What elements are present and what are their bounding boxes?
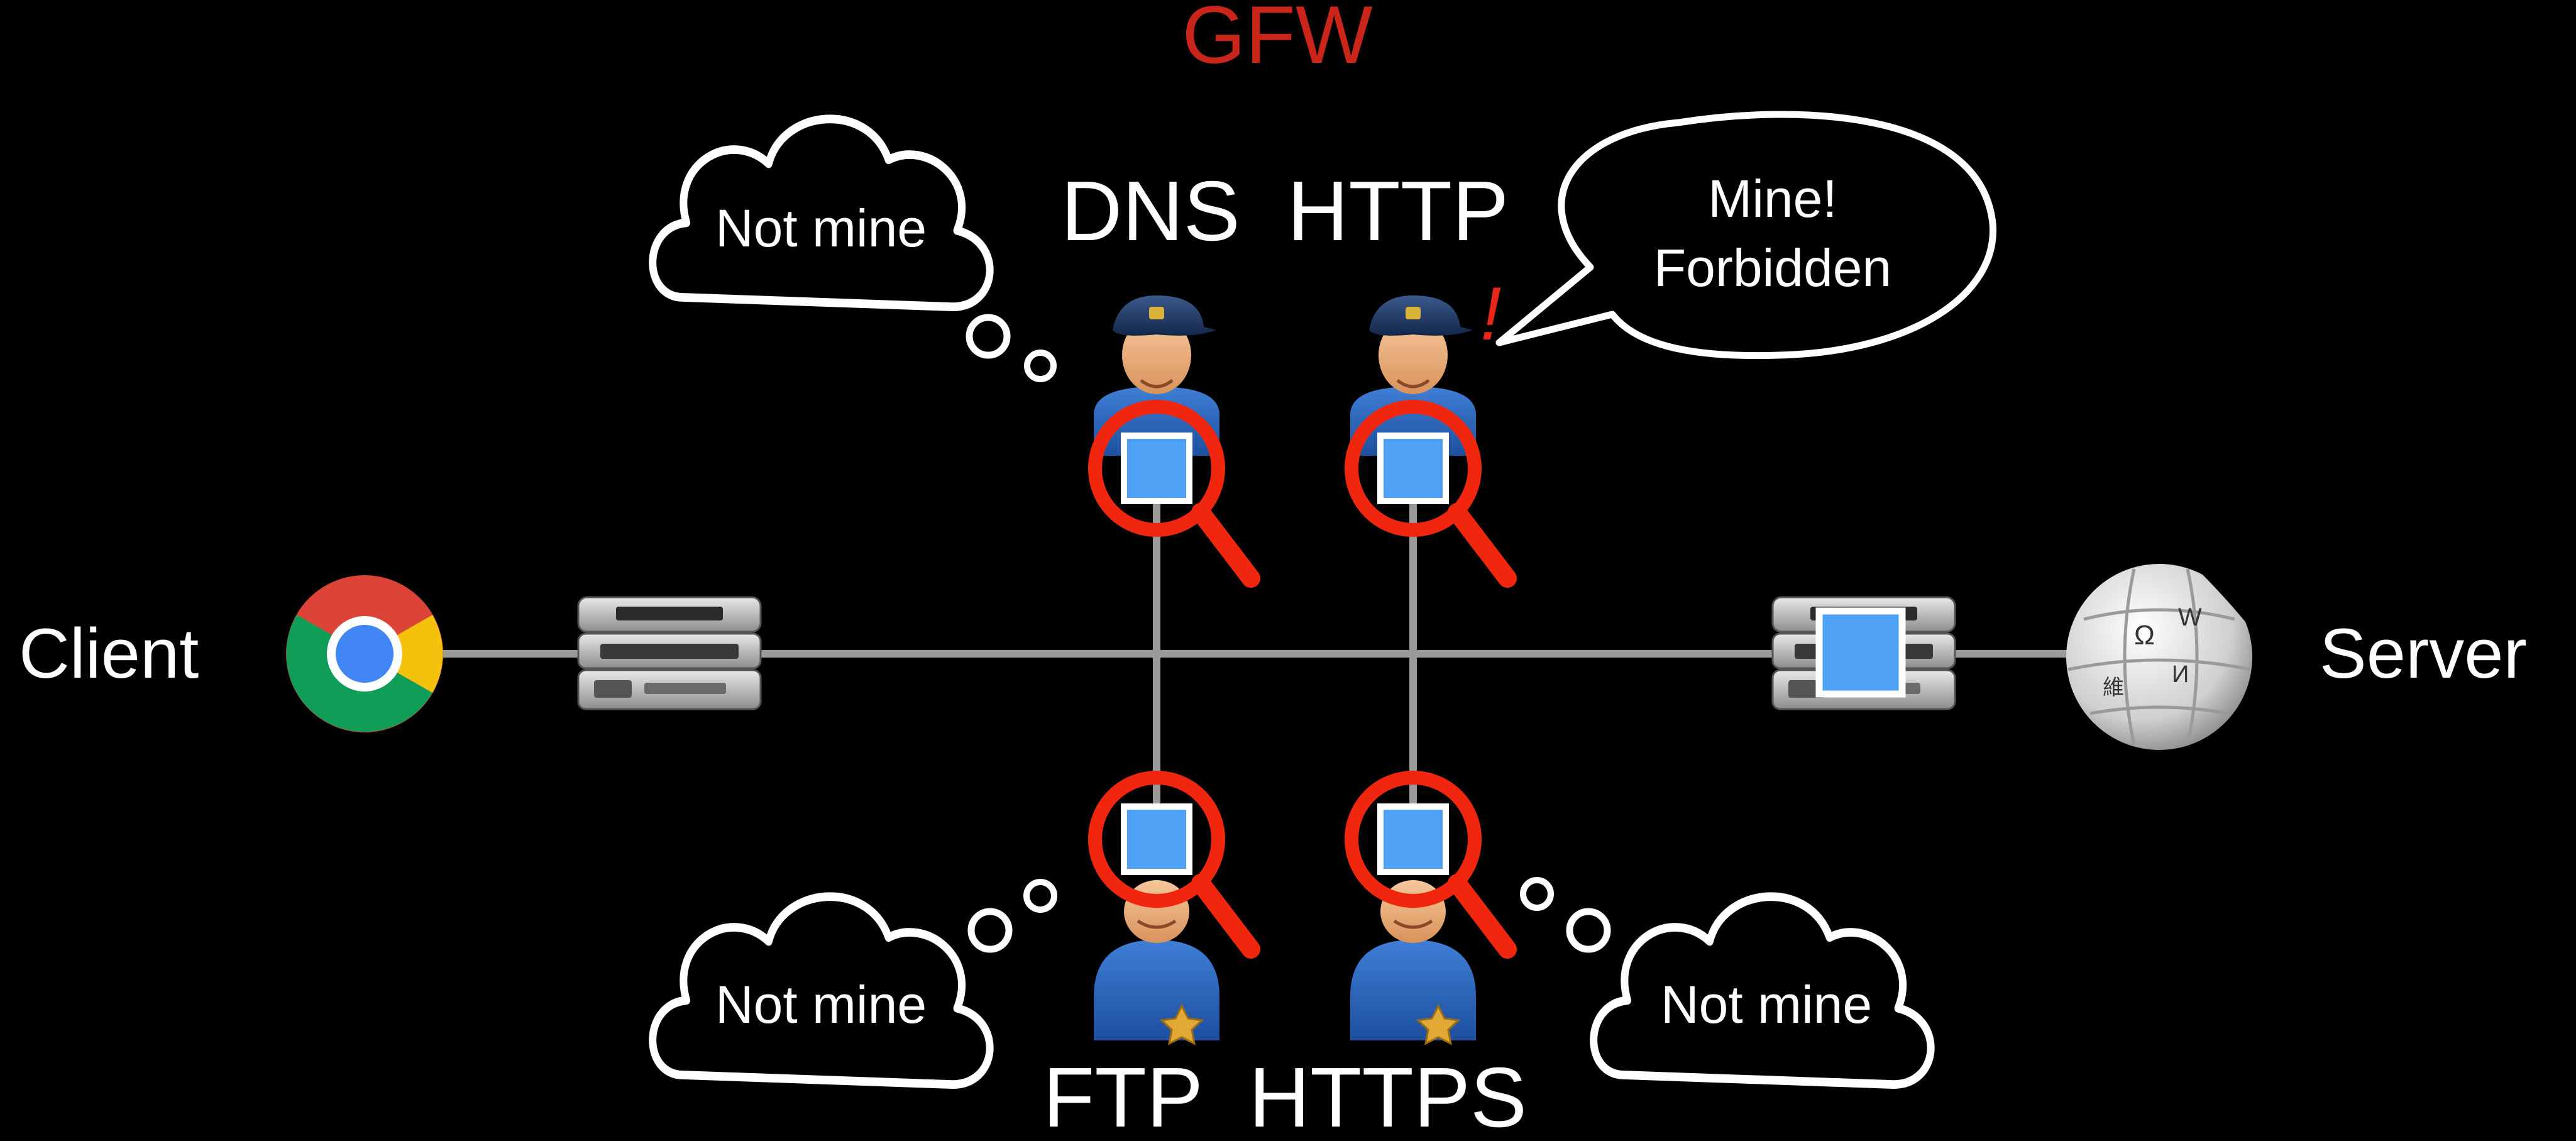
http-speech-line-2: Forbidden: [1654, 238, 1891, 297]
thought-bubble-dot: [1520, 877, 1554, 911]
thought-bubble-dot: [1566, 908, 1611, 953]
svg-text:W: W: [2178, 604, 2202, 631]
bottom-protocol-labels: FTP HTTPS: [1043, 1050, 1527, 1141]
https-thought-text: Not mine: [1661, 975, 1872, 1034]
ftp-thought-cloud: Not mine: [652, 879, 1057, 1084]
inspector-dns: [1094, 295, 1251, 578]
title: GFW: [1182, 0, 1373, 80]
inspector-https: [1350, 778, 1507, 1044]
https-thought-cloud: Not mine: [1520, 877, 1931, 1084]
thought-bubble-dot: [966, 314, 1011, 359]
thought-bubble-dot: [1023, 879, 1057, 913]
svg-text:Ω: Ω: [2134, 620, 2155, 651]
thought-bubble-dot: [967, 908, 1013, 953]
inspector-ftp: [1094, 778, 1251, 1044]
client-label: Client: [19, 614, 199, 693]
inspector-http: !: [1350, 272, 1507, 578]
ftp-thought-text: Not mine: [715, 975, 927, 1034]
http-speech-line-1: Mine!: [1708, 169, 1837, 228]
top-protocol-labels: DNS HTTP: [1061, 163, 1509, 258]
chrome-browser-icon: [286, 575, 443, 732]
svg-text:維: 維: [2103, 676, 2124, 700]
dns-thought-cloud: Not mine: [652, 119, 1057, 382]
packet-at-router: [1815, 607, 1906, 698]
dns-thought-text: Not mine: [715, 199, 927, 258]
client-router-icon: [577, 596, 762, 710]
http-speech-bubble: Mine! Forbidden: [1495, 111, 1996, 360]
server-label: Server: [2320, 614, 2527, 693]
wikipedia-globe-icon: Ω W И 維: [2066, 564, 2254, 750]
svg-text:И: И: [2172, 661, 2189, 688]
thought-bubble-dot: [1024, 350, 1057, 382]
